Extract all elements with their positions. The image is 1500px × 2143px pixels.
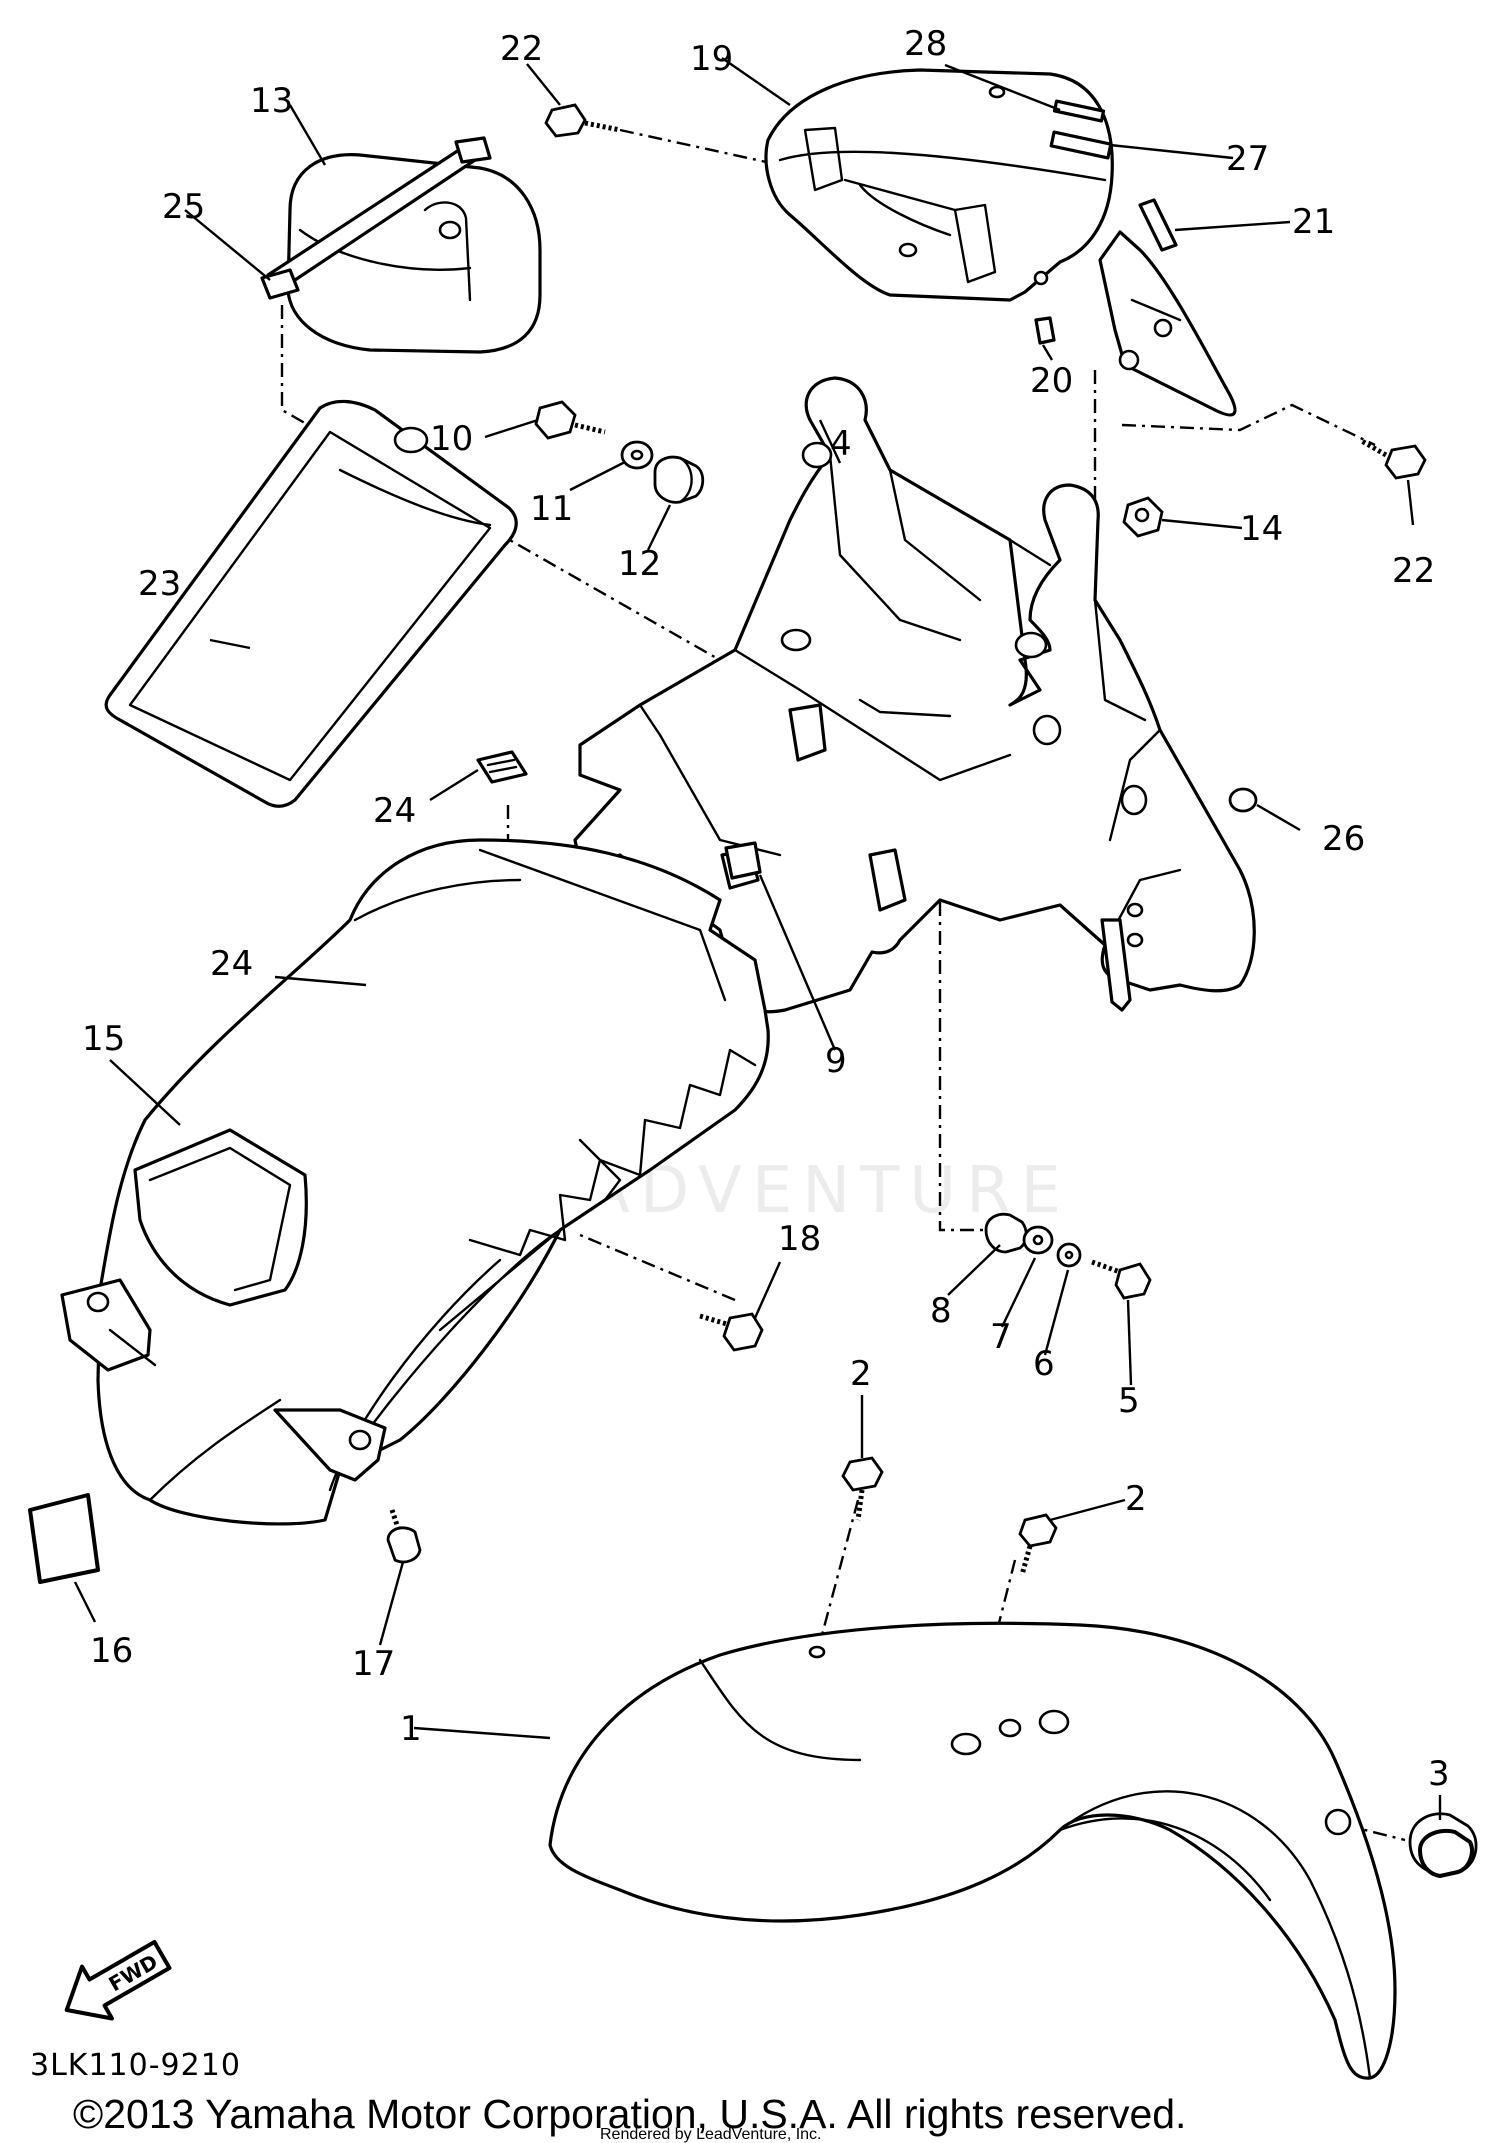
callout-3: 3 [1428, 1754, 1450, 1794]
collar-12 [653, 455, 705, 504]
callout-24-upper: 24 [373, 791, 416, 831]
rear-cover-emblem-27 [1049, 130, 1113, 160]
clip-nut-24-upper [476, 750, 528, 784]
rendered-by-note: Rendered by LeadVenture, Inc. [600, 2126, 822, 2143]
bolt-22-right [1358, 437, 1427, 480]
callout-20: 20 [1030, 361, 1073, 401]
copyright-notice: ©2013 Yamaha Motor Corporation, U.S.A. A… [73, 2091, 1186, 2137]
tool-bag [286, 153, 542, 354]
bolt-2-left [841, 1456, 884, 1521]
callout-22-right: 22 [1392, 551, 1435, 591]
license-plate-bracket [104, 399, 518, 808]
callout-15: 15 [82, 1019, 125, 1059]
callout-18: 18 [778, 1219, 821, 1259]
assembly-line-22-right [1121, 403, 1376, 447]
lock-washer-6 [1056, 1242, 1082, 1268]
tail-bracket [1098, 230, 1237, 417]
callout-12: 12 [618, 544, 661, 584]
rear-fender [60, 838, 770, 1526]
callout-5: 5 [1118, 1381, 1140, 1421]
callout-24-lower: 24 [210, 944, 253, 984]
callout-17: 17 [352, 1644, 395, 1684]
callout-23: 23 [138, 564, 181, 604]
rear-cover-strip [1138, 198, 1178, 252]
bolt-22-top [544, 103, 621, 138]
assembly-line-2a [816, 1499, 860, 1651]
rear-cover-emblem-28 [1052, 99, 1106, 123]
screw-17 [386, 1509, 422, 1564]
callout-25: 25 [162, 187, 205, 227]
bolt-18 [699, 1312, 764, 1352]
callout-26: 26 [1322, 819, 1365, 859]
callout-2-left: 2 [850, 1354, 872, 1394]
callout-21: 21 [1292, 202, 1335, 242]
bolt-10 [534, 400, 606, 440]
assembly-line-18 [579, 1233, 736, 1302]
washer-7 [1022, 1225, 1054, 1255]
callout-numbers: 1 2 2 3 4 5 6 7 8 9 10 11 12 13 14 15 16… [82, 24, 1450, 1794]
rear-cover [764, 68, 1114, 302]
bolt-2-right [1018, 1513, 1058, 1576]
callout-16: 16 [90, 1631, 133, 1671]
forward-arrow: FWD [64, 1940, 172, 2021]
assembly-line-22-top [619, 128, 781, 167]
nut-9 [724, 841, 762, 880]
callout-7: 7 [990, 1317, 1012, 1357]
callout-22-top: 22 [500, 29, 543, 69]
callout-4: 4 [830, 424, 852, 464]
collar-8 [984, 1212, 1028, 1254]
bolt-5 [1091, 1259, 1152, 1300]
tool-bag-strap [260, 136, 492, 300]
callout-11: 11 [530, 489, 573, 529]
callout-9: 9 [825, 1041, 847, 1081]
callout-8: 8 [930, 1291, 952, 1331]
assembly-line-seat-bracket [280, 305, 791, 702]
front-fender [548, 1621, 1397, 2080]
clip [1034, 316, 1056, 345]
leader-lines [73, 57, 1442, 1820]
assembly-line-washers [938, 902, 1000, 1232]
callout-10: 10 [430, 419, 473, 459]
nut-26 [1228, 787, 1258, 813]
callout-19: 19 [690, 39, 733, 79]
callout-28: 28 [904, 24, 947, 64]
washer-11 [620, 440, 654, 470]
callout-1: 1 [400, 1709, 422, 1749]
callout-6: 6 [1033, 1344, 1055, 1384]
rear-reflector [28, 1493, 100, 1584]
forward-arrow-icon [64, 1940, 172, 2021]
callout-27: 27 [1226, 139, 1269, 179]
grommet-3 [1408, 1812, 1478, 1878]
callout-14: 14 [1240, 509, 1283, 549]
callout-13: 13 [250, 81, 293, 121]
nut-14 [1122, 496, 1164, 538]
diagram-code: 3LK110-9210 [30, 2048, 241, 2083]
callout-2-right: 2 [1125, 1479, 1147, 1519]
